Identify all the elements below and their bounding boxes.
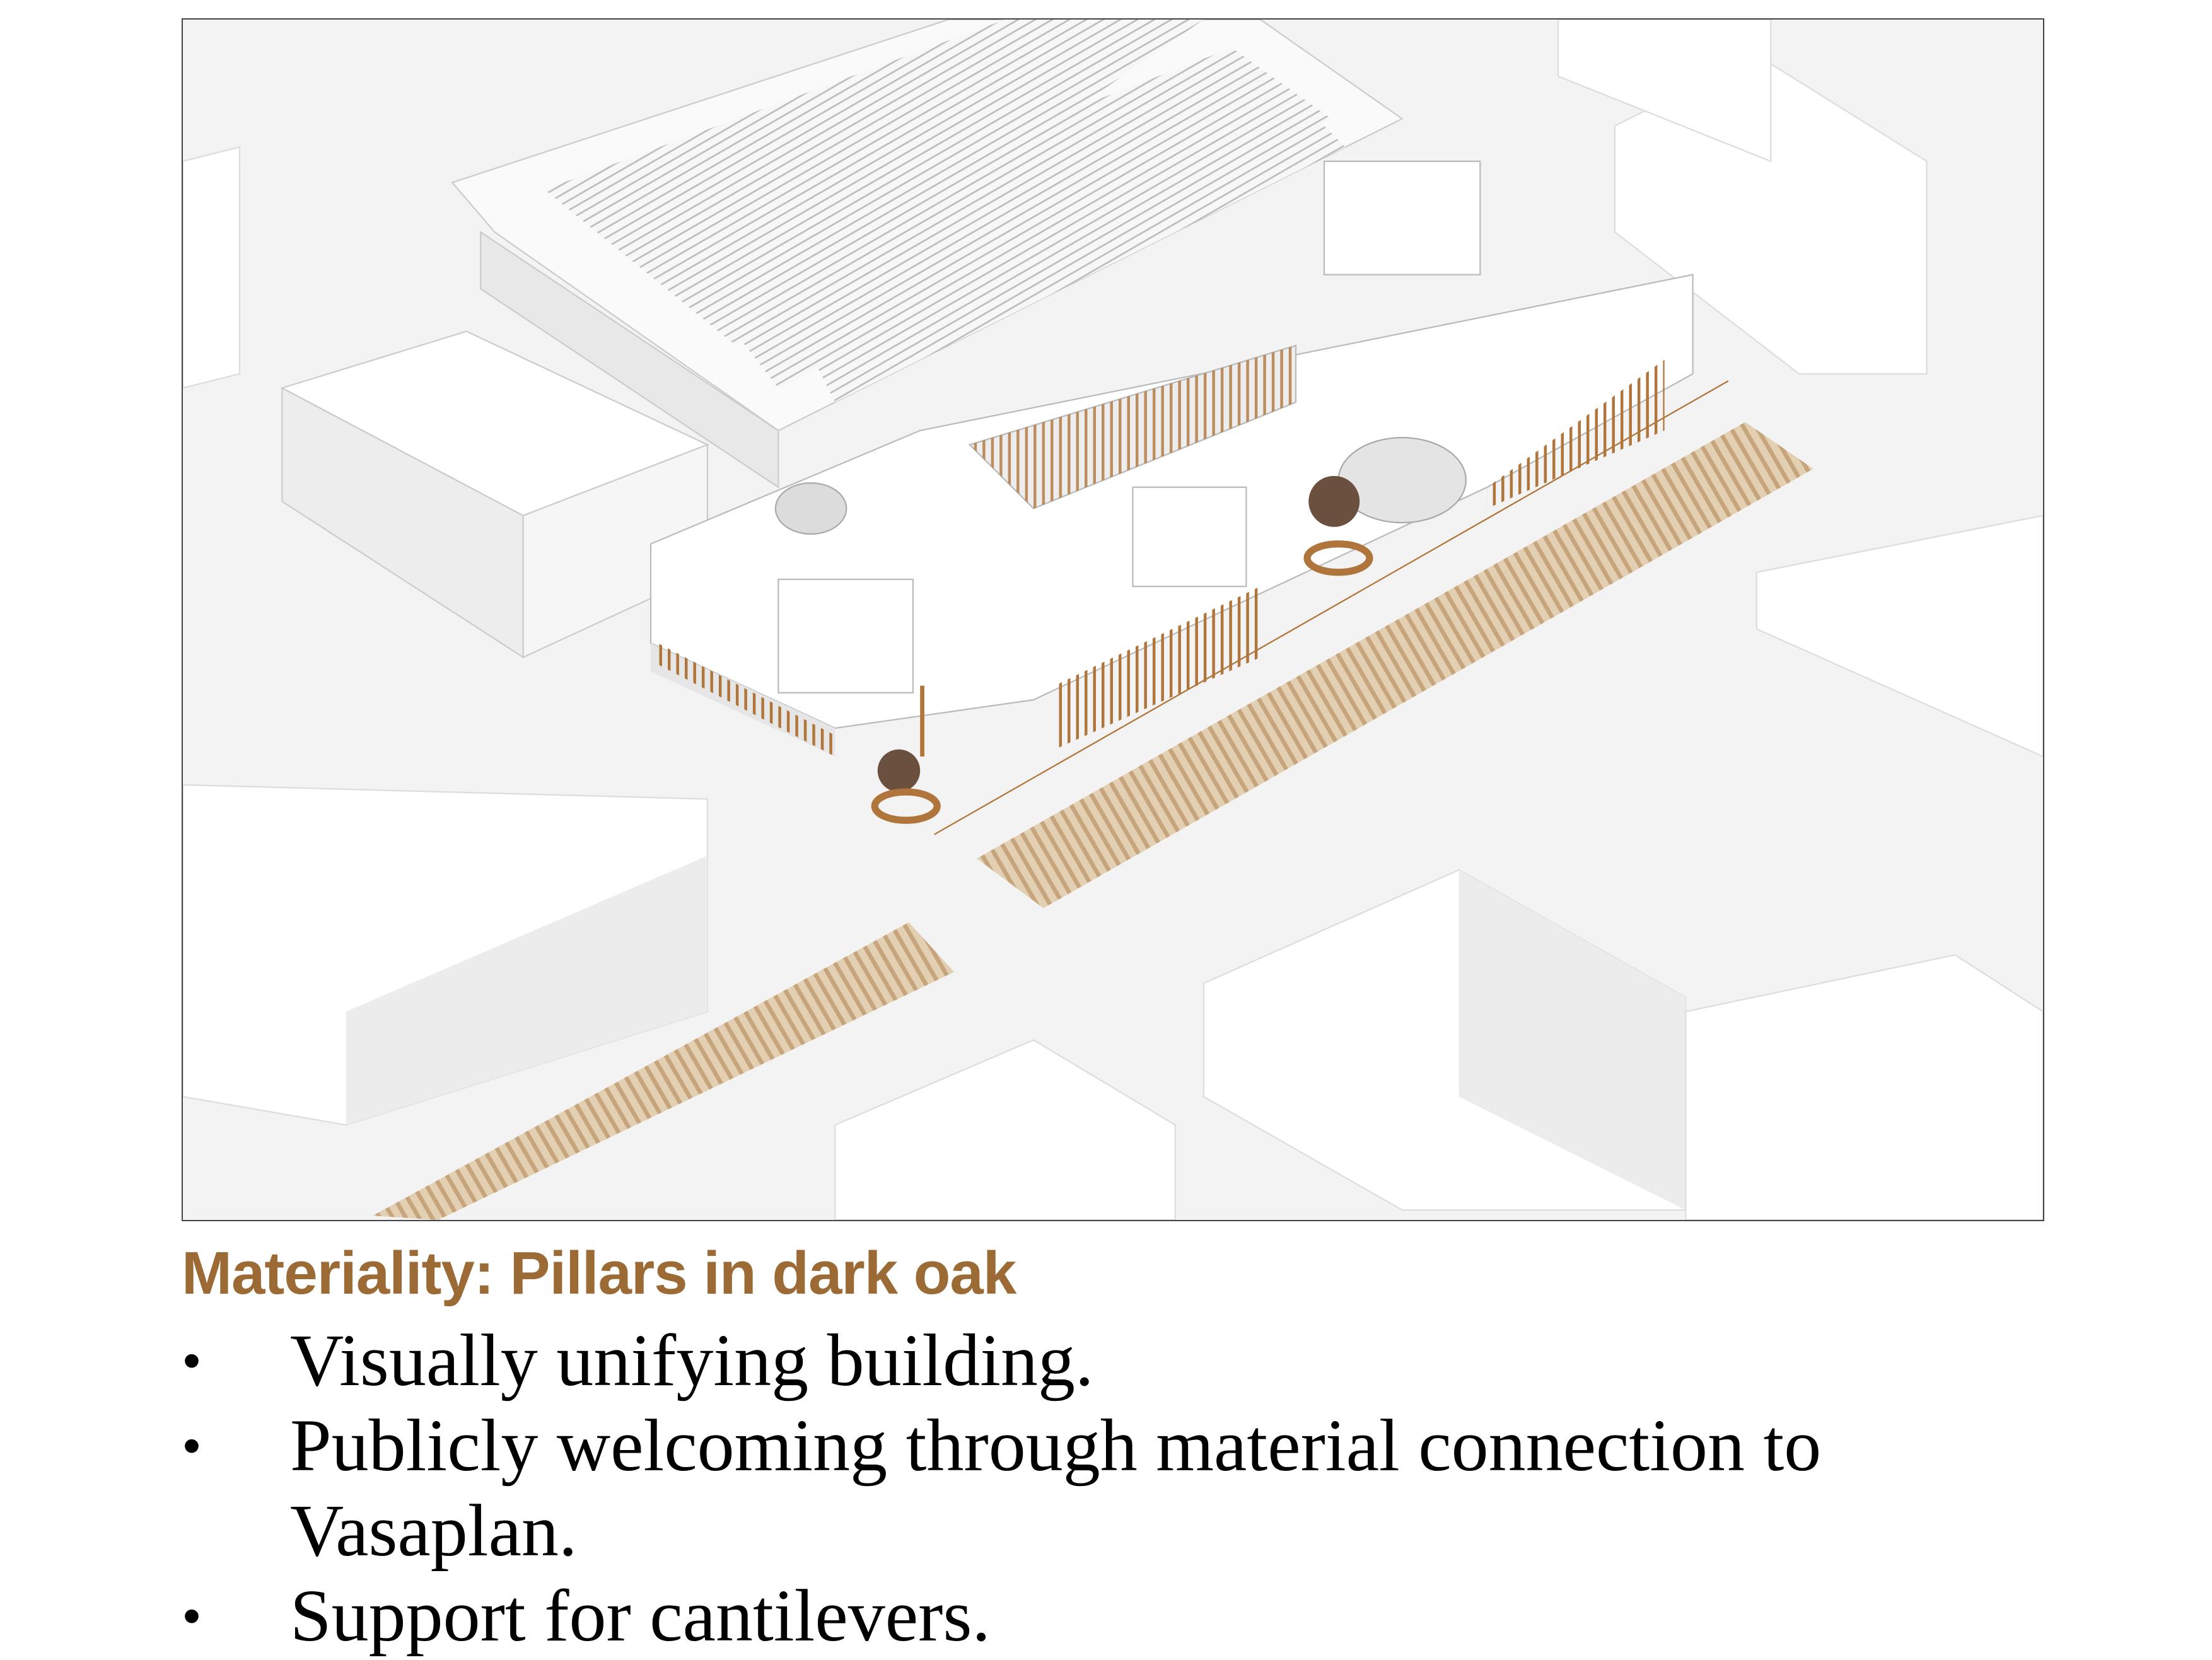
station-roof xyxy=(451,20,1404,489)
bullet-text: Support for cantilevers. xyxy=(290,1574,991,1657)
isometric-site-rendering xyxy=(182,18,2044,1221)
historic-building xyxy=(280,330,709,659)
bullet-icon: • xyxy=(183,1587,201,1644)
context-buildings xyxy=(183,20,2043,1220)
bullet-item: • Publicly welcoming through material co… xyxy=(183,1403,2119,1573)
bullet-item: • Visually unifying building. xyxy=(183,1318,2119,1403)
new-building-complex xyxy=(649,160,1729,835)
bullet-text: Visually unifying building. xyxy=(290,1319,1094,1402)
bullet-list: • Visually unifying building. • Publicly… xyxy=(183,1318,2119,1658)
slide-title: Materiality: Pillars in dark oak xyxy=(182,1239,1016,1307)
bullet-icon: • xyxy=(183,1417,201,1473)
bullet-item: • Support for cantilevers. xyxy=(183,1573,2119,1658)
pergola-small xyxy=(373,922,955,1220)
bullet-text: Publicly welcoming through material conn… xyxy=(290,1404,1822,1572)
pergola-large xyxy=(977,422,1813,908)
rendering-svg xyxy=(183,20,2043,1220)
bullet-icon: • xyxy=(183,1332,201,1388)
